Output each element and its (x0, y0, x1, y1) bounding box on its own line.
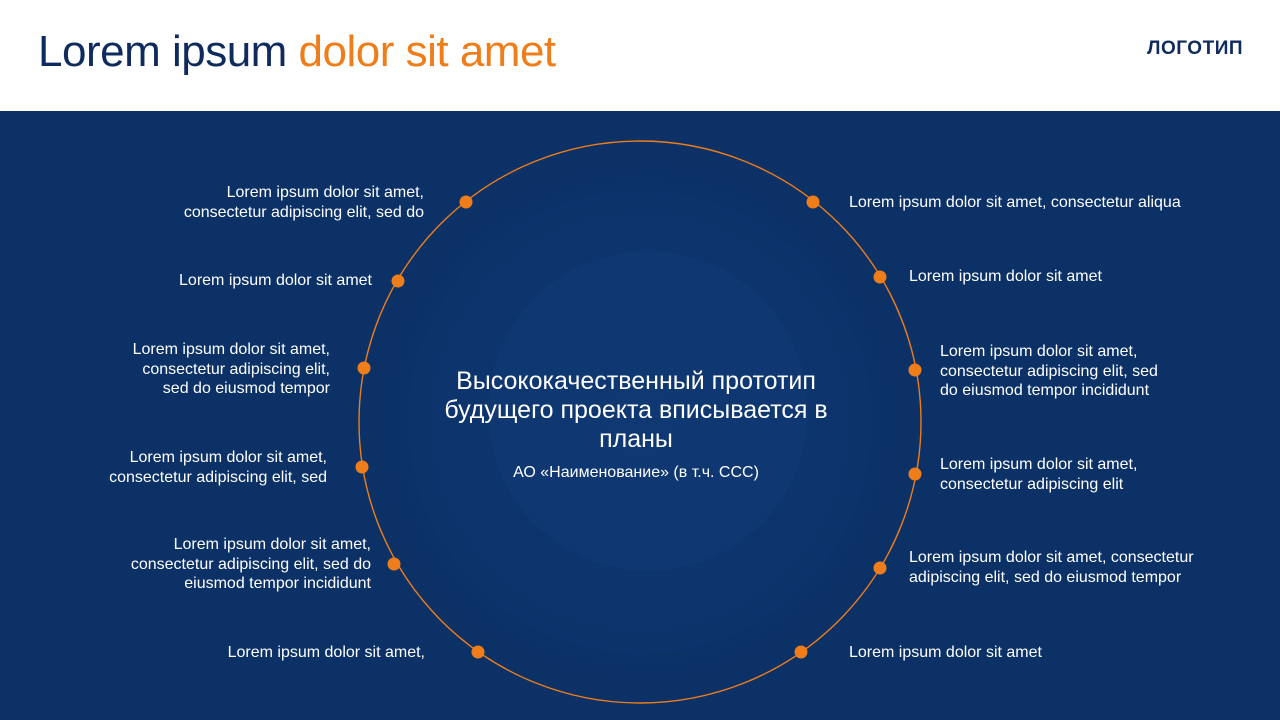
center-title: Высококачественный прототип будущего про… (444, 367, 828, 453)
left-marker-dot-1 (459, 195, 473, 209)
logo: ЛОГОТИП (1147, 38, 1243, 59)
left-marker-dot-2 (391, 274, 405, 288)
right-item-6: Lorem ipsum dolor sit amet (849, 644, 1042, 661)
left-marker-dot-6 (471, 645, 485, 659)
left-item-1: Lorem ipsum dolor sit amet,consectetur a… (183, 184, 424, 221)
orange-ring (358, 140, 922, 704)
right-marker-dot-6 (794, 645, 808, 659)
right-item-3: Lorem ipsum dolor sit amet,consectetur a… (940, 343, 1158, 399)
mid-glow-circle (408, 190, 872, 654)
header: Lorem ipsum dolor sit amet ЛОГОТИП (0, 0, 1280, 111)
page-title: Lorem ipsum dolor sit amet (38, 27, 556, 77)
left-item-6: Lorem ipsum dolor sit amet, (227, 644, 425, 661)
right-marker-dot-1 (806, 195, 820, 209)
left-item-5: Lorem ipsum dolor sit amet,consectetur a… (130, 536, 371, 592)
center-subtitle: АО «Наименование» (в т.ч. ССС) (513, 464, 759, 481)
diagram-panel: Высококачественный прототип будущего про… (0, 111, 1280, 720)
circle-diagram (355, 140, 922, 704)
title-accent: dolor sit amet (298, 27, 557, 76)
right-item-1: Lorem ipsum dolor sit amet, consectetur … (849, 194, 1181, 211)
right-marker-dot-5 (873, 561, 887, 575)
right-item-2: Lorem ipsum dolor sit amet (909, 268, 1102, 285)
left-item-4: Lorem ipsum dolor sit amet,consectetur a… (109, 449, 327, 486)
right-marker-dot-2 (873, 270, 887, 284)
right-marker-dot-4 (908, 467, 922, 481)
left-item-2: Lorem ipsum dolor sit amet (179, 272, 372, 289)
inner-glow-circle (488, 251, 808, 571)
left-item-3: Lorem ipsum dolor sit amet,consectetur a… (132, 341, 330, 397)
left-marker-dot-4 (355, 460, 369, 474)
right-marker-dot-3 (908, 363, 922, 377)
left-marker-dot-5 (387, 557, 401, 571)
title-main: Lorem ipsum (38, 27, 287, 76)
right-item-4: Lorem ipsum dolor sit amet,consectetur a… (940, 456, 1138, 493)
left-marker-dot-3 (357, 361, 371, 375)
